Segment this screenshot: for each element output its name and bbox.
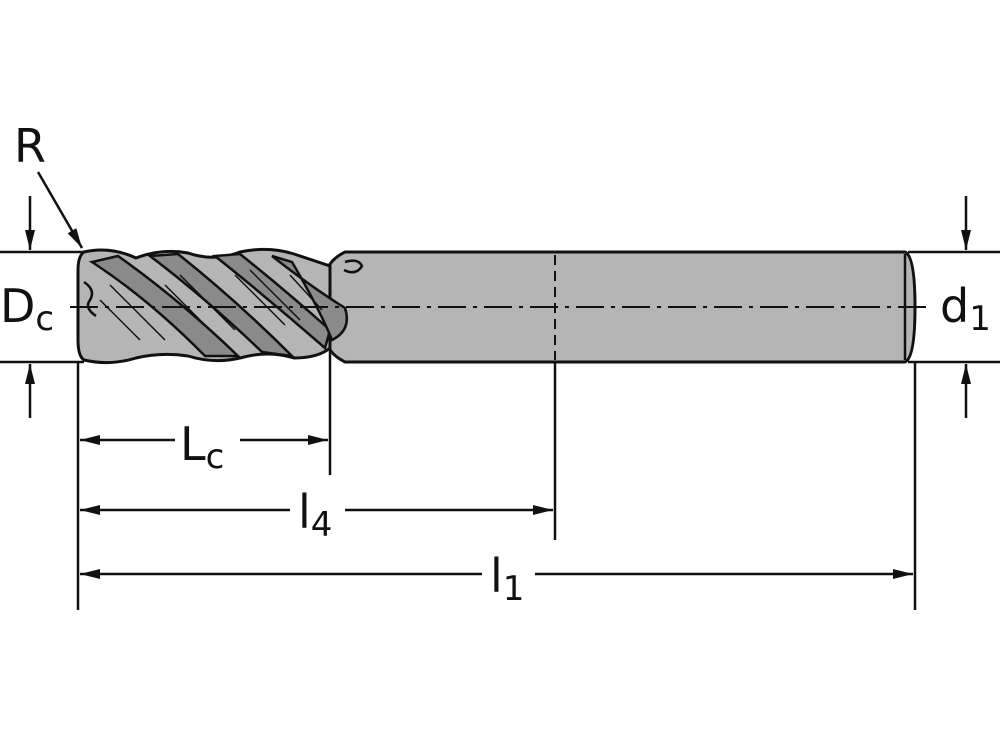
overall-length-label: l1 bbox=[490, 549, 524, 609]
radius-label: R bbox=[14, 119, 46, 173]
tip-corner-detail bbox=[83, 280, 97, 318]
length-extension-lines bbox=[76, 340, 917, 610]
radius-leader bbox=[36, 171, 84, 249]
shank-notch bbox=[343, 259, 364, 274]
diameter-extension-lines bbox=[0, 250, 1000, 364]
shank-diameter-label: d1 bbox=[940, 279, 991, 339]
cutting-length-label: Lc bbox=[180, 417, 224, 477]
cutting-diameter-label: Dc bbox=[0, 279, 54, 339]
neck-length-label: l4 bbox=[298, 485, 332, 545]
